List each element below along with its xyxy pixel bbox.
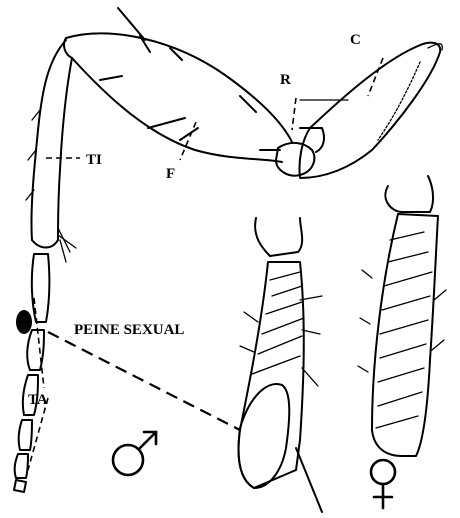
male-tarsal-segment [239,218,322,512]
label-tibia: TI [86,152,102,168]
female-tarsal-segment [358,176,446,456]
male-symbol [113,432,156,475]
label-coxa: C [350,32,361,48]
label-femur: F [166,166,175,182]
label-trochanter: R [280,72,291,88]
tibia [26,40,76,262]
label-sex-comb: PEINE SEXUAL [74,322,184,338]
coxa [299,43,442,178]
callout-lines [28,58,383,470]
femur [64,8,292,162]
female-symbol [371,460,395,508]
label-tarsus: TA [28,392,48,408]
